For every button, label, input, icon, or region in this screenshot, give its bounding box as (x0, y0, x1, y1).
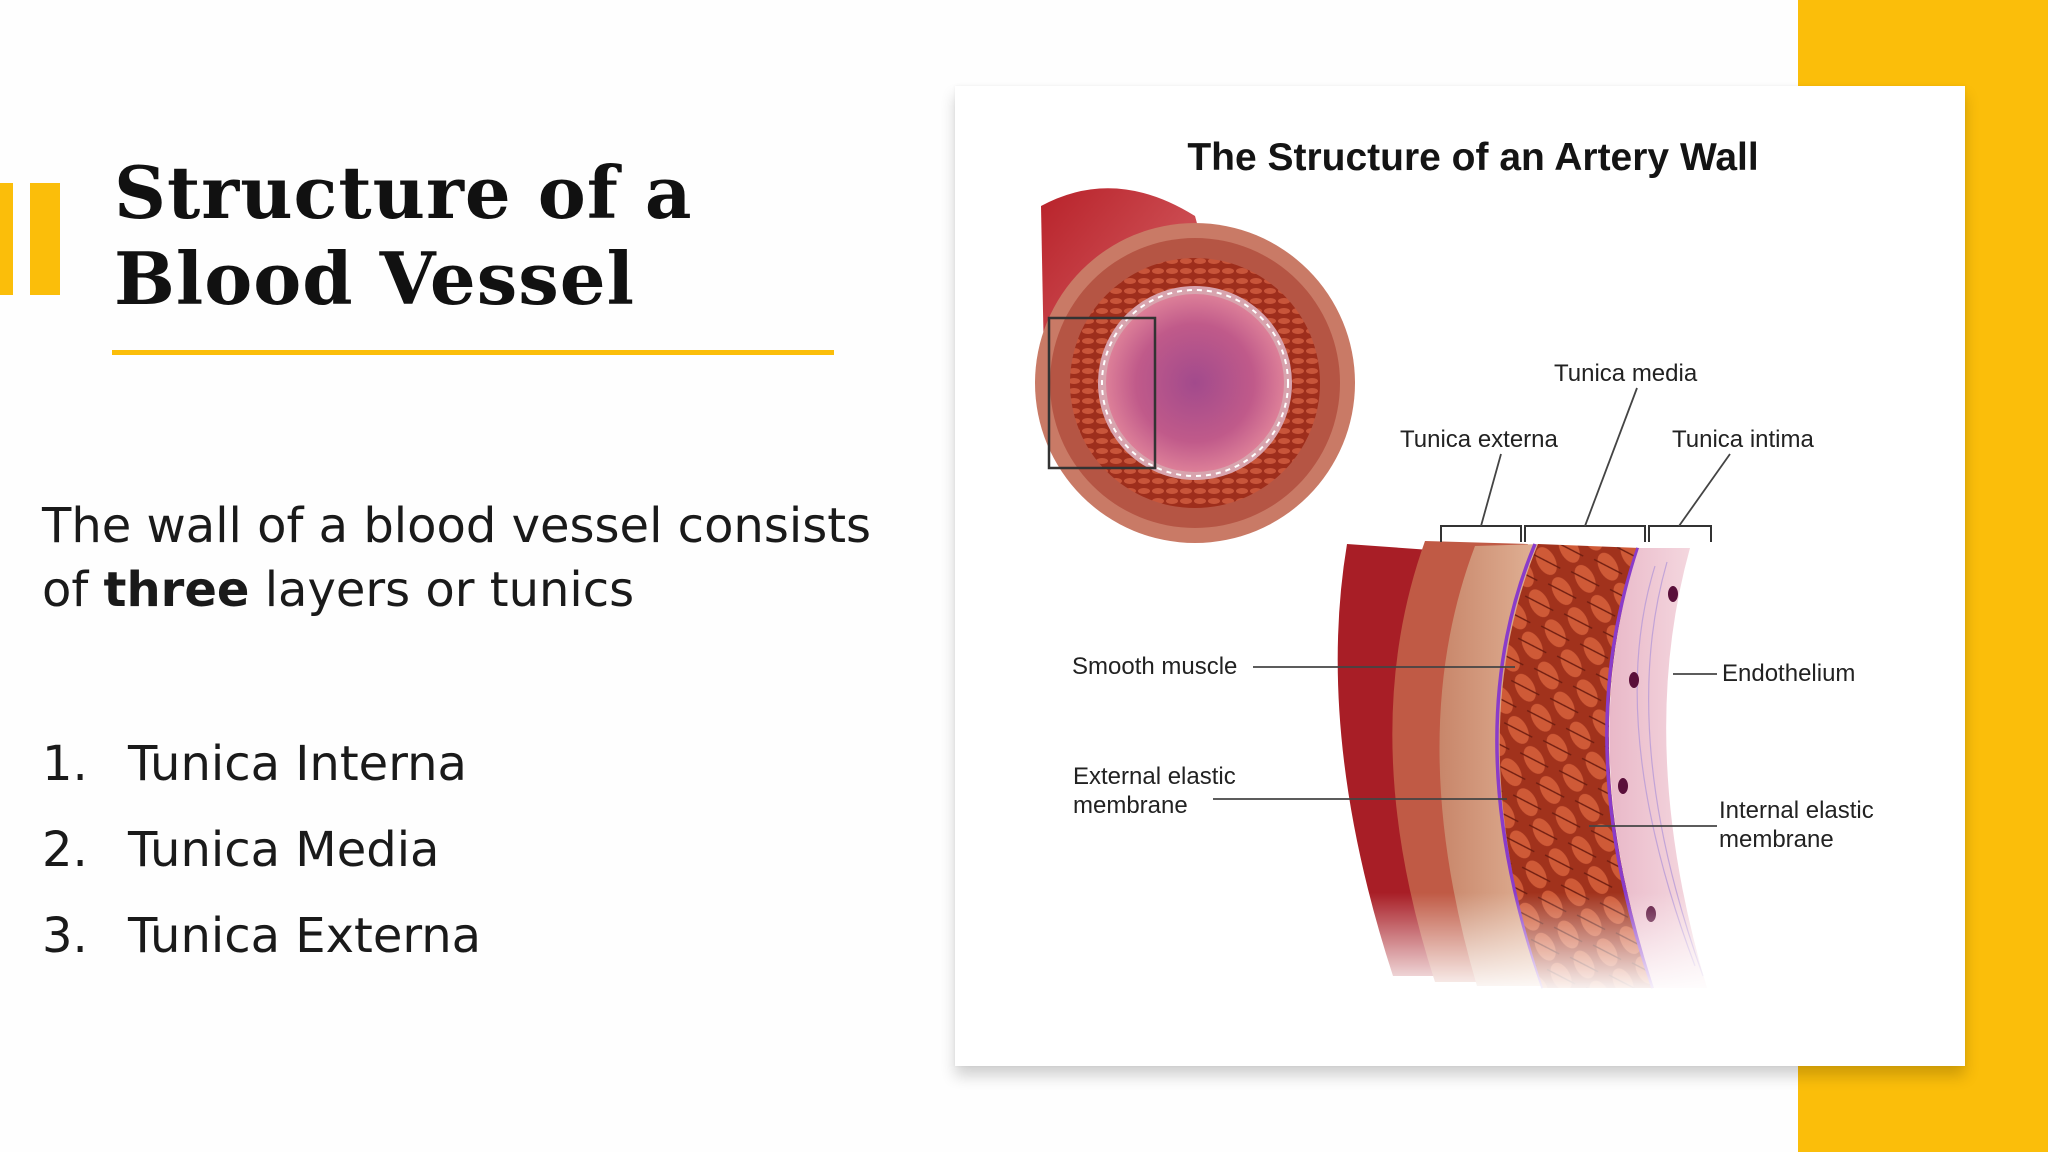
accent-bar-right (30, 183, 60, 295)
media-leader (1584, 387, 1638, 527)
intro-paragraph: The wall of a blood vessel consists of t… (42, 494, 902, 622)
label-external-elastic-line1: External elastic (1073, 763, 1236, 790)
label-endothelium: Endothelium (1722, 660, 1856, 687)
label-internal-elastic-line2: membrane (1719, 826, 1834, 853)
label-tunica-externa: Tunica externa (1400, 426, 1558, 453)
intro-bold: three (103, 562, 250, 618)
lumen (1106, 294, 1284, 472)
label-tunica-media: Tunica media (1554, 360, 1698, 387)
label-internal-elastic-line1: Internal elastic (1719, 797, 1874, 824)
artery-figure: The Structure of an Artery Wall Tunica m… (955, 86, 1965, 1066)
list-item: 3. Tunica Externa (42, 902, 481, 988)
intro-text-1: The wall of a blood vessel consists of (42, 498, 872, 618)
slide-title: Structure of a Blood Vessel (114, 150, 693, 322)
artery-illustration (1035, 188, 1735, 996)
accent-bar-left (0, 183, 13, 295)
leader-lines (1213, 387, 1731, 827)
wall-section-view (1335, 526, 1735, 996)
list-item: 1. Tunica Interna (42, 730, 481, 816)
list-text: Tunica Media (128, 822, 440, 878)
cross-section-view (1035, 188, 1355, 543)
list-text: Tunica Interna (128, 736, 467, 792)
title-line-2: Blood Vessel (114, 236, 635, 321)
list-text: Tunica Externa (128, 908, 482, 964)
externa-leader (1480, 453, 1502, 527)
list-number: 2. (42, 822, 88, 878)
intro-text-2: layers or tunics (249, 562, 635, 618)
zoom-box (1047, 316, 1157, 470)
figure-title: The Structure of an Artery Wall (1187, 136, 1759, 179)
label-smooth-muscle: Smooth muscle (1072, 653, 1238, 680)
label-tunica-intima: Tunica intima (1672, 426, 1814, 453)
title-line-1: Structure of a (114, 150, 693, 235)
label-external-elastic: External elastic membrane (1073, 762, 1236, 820)
endothelium-ring (1101, 289, 1289, 477)
list-number: 1. (42, 736, 88, 792)
tunic-list: 1. Tunica Interna 2. Tunica Media 3. Tunica… (42, 730, 481, 988)
list-item: 2. Tunica Media (42, 816, 481, 902)
label-external-elastic-line2: membrane (1073, 792, 1188, 819)
label-internal-elastic: Internal elastic membrane (1719, 796, 1874, 854)
intima-leader (1678, 453, 1731, 527)
list-number: 3. (42, 908, 88, 964)
title-underline (112, 350, 834, 355)
